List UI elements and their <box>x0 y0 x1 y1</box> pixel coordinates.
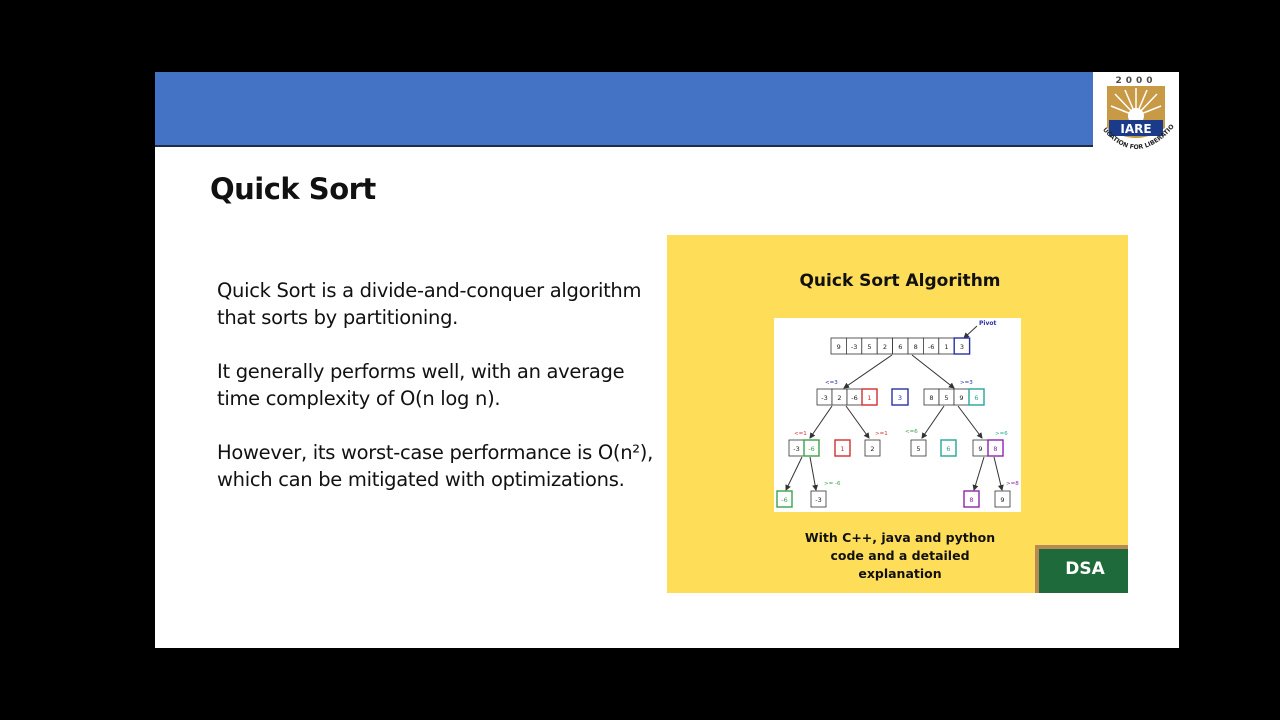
slide: 2000 IARE EDUCATION FOR LIBERATION Quick… <box>155 72 1179 648</box>
cell: 6 <box>974 394 978 402</box>
cell: 5 <box>867 343 871 351</box>
header-band <box>155 72 1093 147</box>
cell: -6 <box>851 394 857 402</box>
cell: 9 <box>959 394 963 402</box>
cell: 8 <box>929 394 933 402</box>
paragraph-definition: Quick Sort is a divide-and-conquer algor… <box>217 279 642 329</box>
pivot-cell: 3 <box>960 343 964 351</box>
level3-b-box <box>810 490 827 508</box>
cell: 8 <box>993 445 997 453</box>
cell: 1 <box>867 394 871 402</box>
dsa-label: DSA <box>1065 559 1105 579</box>
logo-year: 2000 <box>1115 76 1156 86</box>
level2-a-array: -3 -6 <box>788 439 820 457</box>
slide-title: Quick Sort <box>210 172 376 206</box>
level2-e: 6 <box>946 445 950 453</box>
level3-c-box <box>963 490 980 508</box>
cell: 2 <box>883 343 887 351</box>
level1-pivot-box <box>891 388 909 406</box>
cell: -3 <box>821 394 827 402</box>
level3-d-box <box>994 490 1011 508</box>
cell: 9 <box>978 445 982 453</box>
tree-arrows <box>785 325 1004 491</box>
level2-a-label: <=1 <box>794 431 807 437</box>
quick-sort-figure: Quick Sort Algorithm <box>667 235 1128 593</box>
level2-b: 1 <box>840 445 844 453</box>
pivot-label: Pivot <box>979 320 996 327</box>
level2-f-array: 9 8 <box>972 439 1004 457</box>
level3-b: -3 <box>815 496 821 504</box>
level3-a-box <box>776 490 793 508</box>
body-text: Quick Sort is a divide-and-conquer algor… <box>217 277 657 520</box>
level2-f-label: >=6 <box>995 431 1008 437</box>
quick-sort-tree-diagram: Pivot 9 -3 5 2 <box>774 318 1021 512</box>
cell: 2 <box>837 394 841 402</box>
cell: 1 <box>944 343 948 351</box>
level1-pivot: 3 <box>898 394 902 402</box>
level3-c: 8 <box>969 496 973 504</box>
level2-e-box <box>940 439 957 457</box>
level2-c-box <box>864 439 881 457</box>
cell: 9 <box>837 343 841 351</box>
level3-a: -6 <box>781 496 787 504</box>
cell: 6 <box>898 343 902 351</box>
level2-c-label: >=1 <box>875 431 888 437</box>
level1-right-array: 8 5 9 6 <box>923 388 985 406</box>
iare-logo: 2000 IARE EDUCATION FOR LIBERATION <box>1093 72 1179 164</box>
dsa-chalkboard: DSA <box>1035 545 1128 593</box>
cell: -3 <box>793 445 799 453</box>
cell: -6 <box>808 445 814 453</box>
level1-left-label: <=3 <box>825 380 838 386</box>
level3-b-label: >= -6 <box>824 481 841 487</box>
level2-b-box <box>834 439 851 457</box>
cell: -6 <box>928 343 934 351</box>
level2-c: 2 <box>870 445 874 453</box>
figure-title: Quick Sort Algorithm <box>799 271 1001 291</box>
paragraph-average-case: It generally performs well, with an aver… <box>217 360 625 410</box>
level2-d-label: <=6 <box>905 429 918 435</box>
level2-d-box <box>910 439 927 457</box>
level1-left-array: -3 2 -6 1 <box>816 388 878 406</box>
root-array: 9 -3 5 2 6 8 -6 1 3 <box>830 337 971 355</box>
level3-d: 9 <box>1000 496 1004 504</box>
figure-caption: With C++, java and python code and a det… <box>804 530 996 581</box>
level1-right-label: >=3 <box>960 380 973 386</box>
cell: 8 <box>914 343 918 351</box>
paragraph-worst-case: However, its worst-case performance is O… <box>217 441 653 491</box>
cell: 5 <box>944 394 948 402</box>
logo-name: IARE <box>1120 122 1151 136</box>
level3-d-label: >=8 <box>1006 481 1019 487</box>
cell: -3 <box>851 343 857 351</box>
level2-d: 5 <box>916 445 920 453</box>
